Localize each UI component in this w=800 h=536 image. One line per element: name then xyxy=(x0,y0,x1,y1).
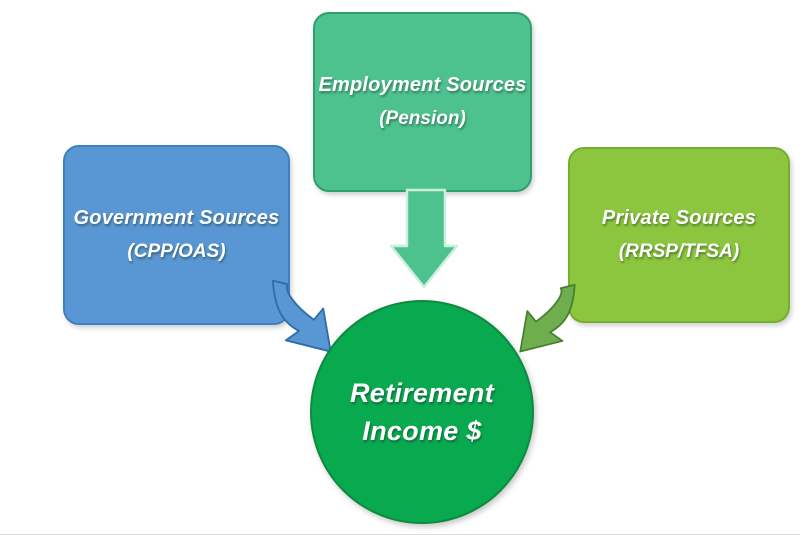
bent-arrow-right-icon xyxy=(271,279,332,353)
private-sources-node: Private Sources (RRSP/TFSA) xyxy=(568,147,790,323)
government-sources-title: Government Sources xyxy=(73,207,280,229)
retirement-income-subtitle: Income $ xyxy=(362,415,482,446)
bottom-border-line xyxy=(0,534,800,535)
down-arrow-shape xyxy=(389,188,459,289)
bent-arrow-left-shape xyxy=(519,283,576,353)
employment-sources-title: Employment Sources xyxy=(318,74,527,96)
retirement-income-title: Retirement xyxy=(349,377,495,408)
bent-arrow-right-shape xyxy=(271,279,332,353)
retirement-income-node: Retirement Income $ xyxy=(310,300,534,524)
private-sources-subtitle: (RRSP/TFSA) xyxy=(618,241,740,262)
bent-arrow-left-icon xyxy=(519,283,576,353)
down-arrow-icon xyxy=(389,188,459,289)
employment-sources-subtitle: (Pension) xyxy=(379,108,466,129)
government-sources-node: Government Sources (CPP/OAS) xyxy=(63,145,290,325)
government-sources-subtitle: (CPP/OAS) xyxy=(127,241,226,262)
private-sources-title: Private Sources xyxy=(601,207,757,229)
employment-sources-node: Employment Sources (Pension) xyxy=(313,12,532,192)
